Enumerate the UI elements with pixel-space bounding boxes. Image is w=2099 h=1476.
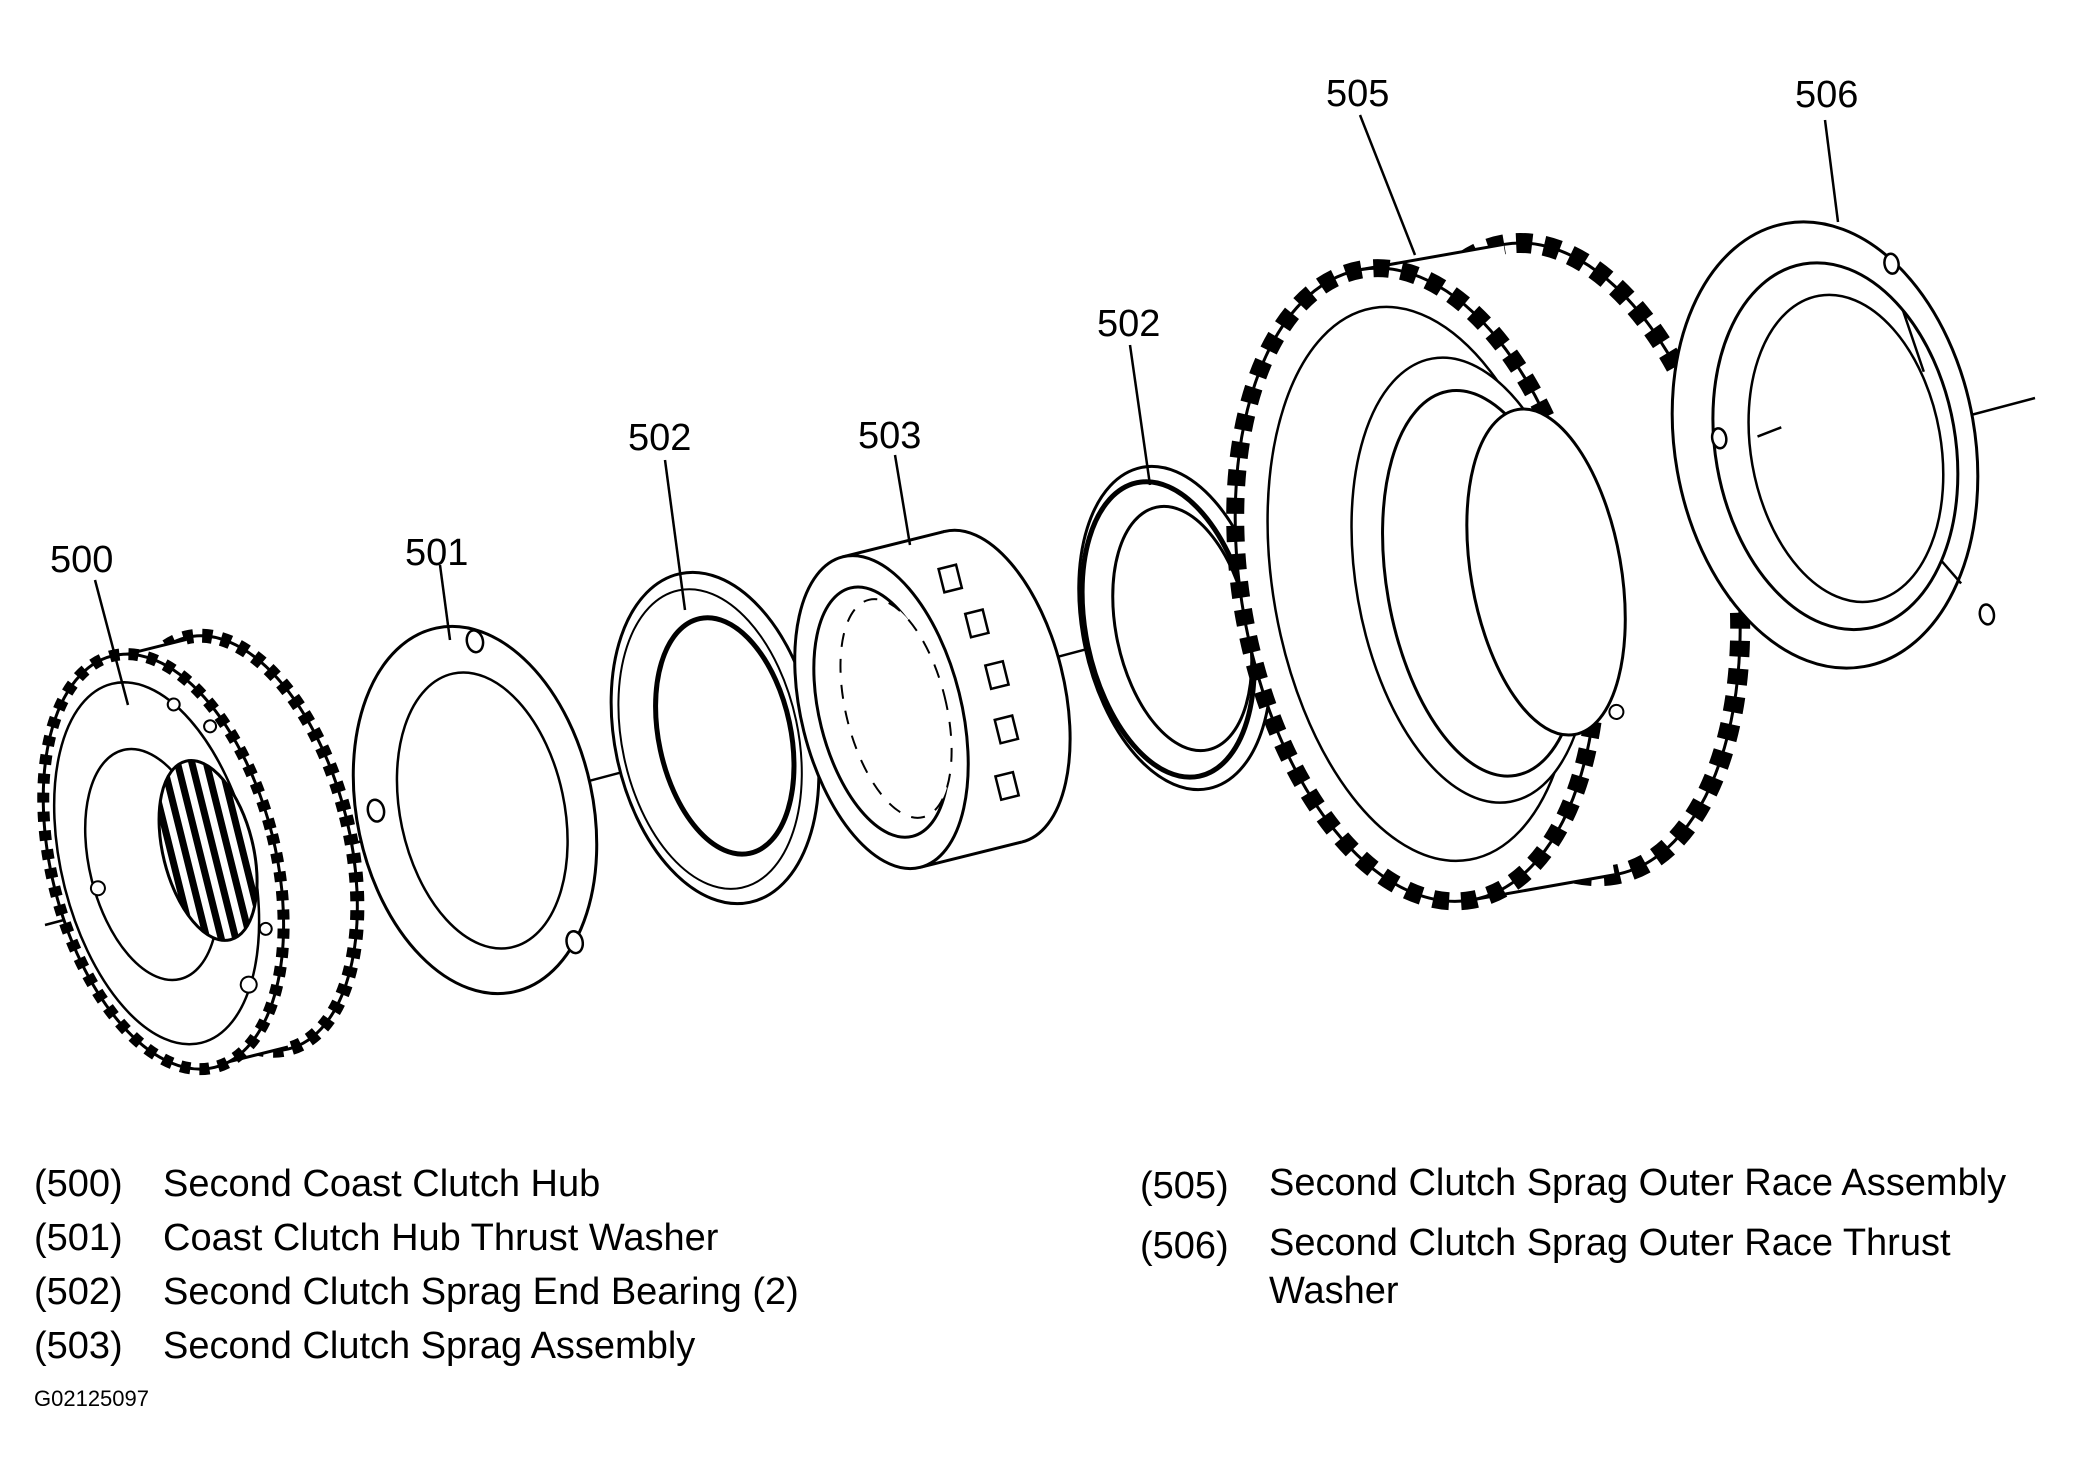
legend-code: (506) xyxy=(1140,1225,1229,1267)
legend-item-502: (502) Second Clutch Sprag End Bearing (2… xyxy=(34,1265,1034,1319)
part-501-thrust-washer xyxy=(351,624,599,996)
part-506-outer-race-thrust-washer xyxy=(1670,220,1996,670)
part-502-end-bearing-1 xyxy=(609,570,821,906)
legend-description: Second Clutch Sprag Outer Race Assembly xyxy=(1269,1162,2007,1204)
callout-505: 505 xyxy=(1326,73,1389,115)
legend-code: (505) xyxy=(1140,1165,1229,1207)
legend-code: (502) xyxy=(34,1271,123,1313)
part-500-coast-clutch-hub xyxy=(37,628,365,1076)
legend-description: Second Clutch Sprag Outer Race Thrust Wa… xyxy=(1269,1222,1951,1312)
part-503-sprag-assembly xyxy=(793,528,1072,871)
legend-item-500: (500) Second Coast Clutch Hub xyxy=(34,1157,1034,1211)
legend-item-506: (506) Second Clutch Sprag Outer Race Thr… xyxy=(1140,1219,2090,1315)
legend-description: Second Clutch Sprag Assembly xyxy=(163,1325,696,1367)
legend-right-column: (505) Second Clutch Sprag Outer Race Ass… xyxy=(1140,1159,2090,1321)
legend-description: Second Coast Clutch Hub xyxy=(163,1163,601,1205)
figure-id: G02125097 xyxy=(34,1386,149,1411)
legend-code: (501) xyxy=(34,1217,123,1259)
legend-left-column: (500) Second Coast Clutch Hub (501) Coas… xyxy=(34,1157,1034,1373)
legend-description: Second Clutch Sprag End Bearing (2) xyxy=(163,1271,799,1313)
part-502-end-bearing-2 xyxy=(1077,464,1273,792)
legend-code: (503) xyxy=(34,1325,123,1367)
callout-502-second: 502 xyxy=(1097,303,1160,345)
legend-item-503: (503) Second Clutch Sprag Assembly xyxy=(34,1319,1034,1373)
leader-lines xyxy=(93,114,1840,706)
callout-500: 500 xyxy=(50,539,113,581)
legend-description: Coast Clutch Hub Thrust Washer xyxy=(163,1217,719,1259)
legend-code: (500) xyxy=(34,1163,123,1205)
legend-item-501: (501) Coast Clutch Hub Thrust Washer xyxy=(34,1211,1034,1265)
part-505-outer-race-assembly xyxy=(1226,232,1751,911)
legend-item-505: (505) Second Clutch Sprag Outer Race Ass… xyxy=(1140,1159,2090,1213)
callout-503: 503 xyxy=(858,415,921,457)
callout-501: 501 xyxy=(405,532,468,574)
callout-506: 506 xyxy=(1795,74,1858,116)
callout-502-first: 502 xyxy=(628,417,691,459)
